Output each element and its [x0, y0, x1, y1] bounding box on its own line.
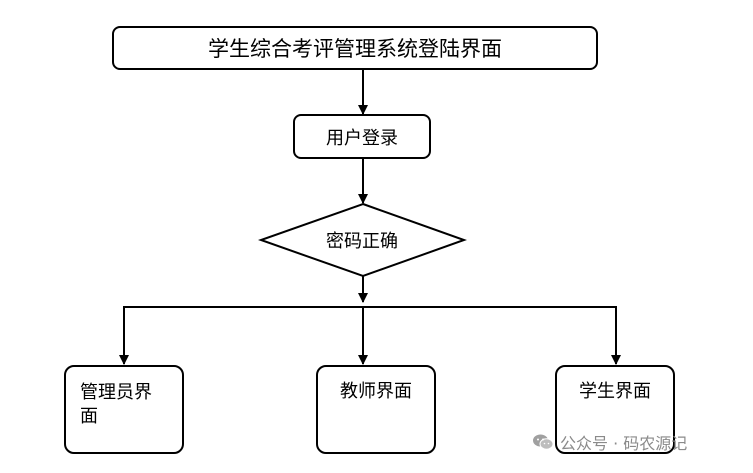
- teacher-node: [316, 365, 436, 454]
- student-node: [555, 365, 675, 454]
- admin-node-label-line2: 面: [80, 406, 98, 427]
- student-node-label: 学生界面: [579, 381, 651, 402]
- title-node: [112, 26, 598, 70]
- watermark: 公众号 · 码农源记: [532, 430, 687, 454]
- title-node-label: 学生综合考评管理系统登陆界面: [208, 37, 502, 61]
- watermark-text: 公众号 · 码农源记: [560, 434, 688, 453]
- login-node-label: 用户登录: [326, 128, 398, 149]
- decision-node-label: 密码正确: [326, 231, 398, 252]
- wechat-icon: [533, 434, 554, 450]
- teacher-node-label: 教师界面: [340, 381, 412, 402]
- admin-node-label-line1: 管理员界: [80, 382, 152, 403]
- admin-node: [64, 365, 184, 454]
